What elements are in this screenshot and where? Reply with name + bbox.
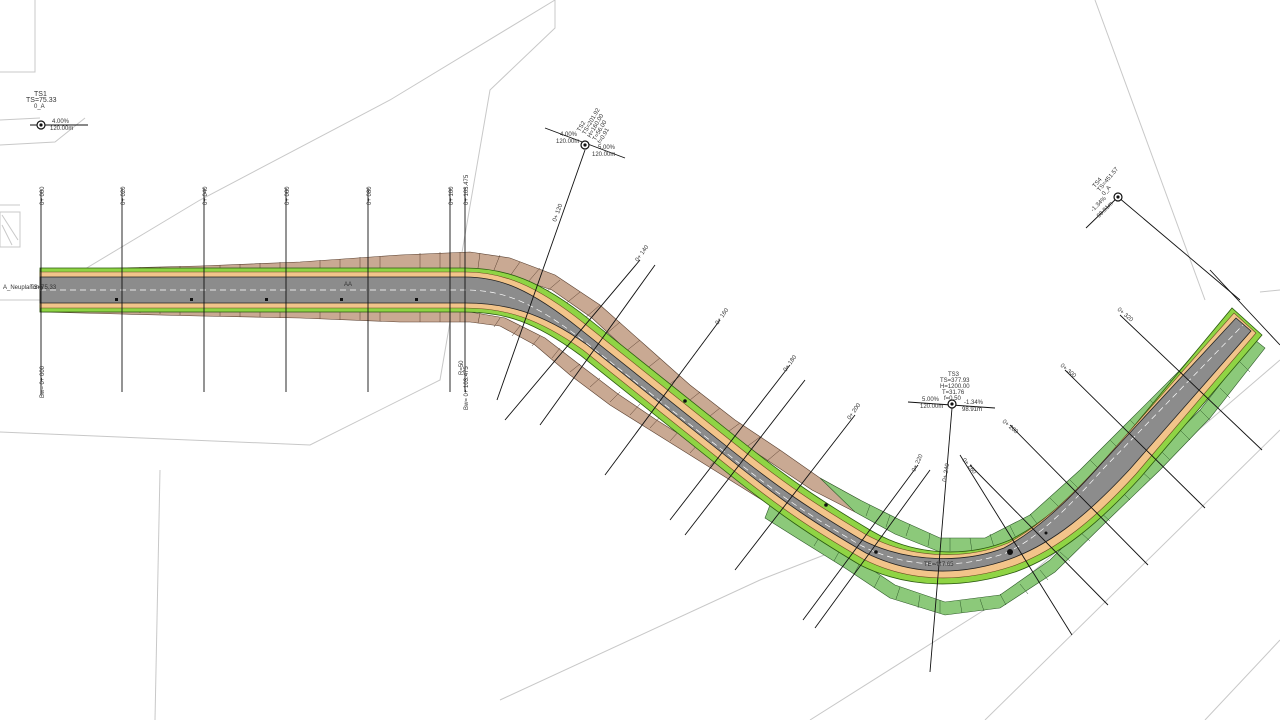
svg-text:0+ 320: 0+ 320 <box>1116 307 1135 324</box>
svg-text:H=1200.00: H=1200.00 <box>940 384 970 390</box>
road-body <box>39 267 1263 585</box>
svg-text:0+ 020: 0+ 020 <box>121 186 127 205</box>
svg-text:0+ 260: 0+ 260 <box>960 457 977 476</box>
svg-text:0+ 180: 0+ 180 <box>783 354 799 373</box>
svg-text:R=50: R=50 <box>459 360 465 375</box>
svg-text:120.00m: 120.00m <box>556 139 579 145</box>
svg-text:0_A: 0_A <box>34 104 45 110</box>
svg-text:TS=75.33: TS=75.33 <box>30 285 57 291</box>
svg-text:TS2 TS=201.92 H=16: TS2 TS=201.92 H=160.00 T=56.00 f=0.91 <box>577 103 619 145</box>
svg-text:TS=377.93: TS=377.93 <box>940 378 970 384</box>
station-lines <box>40 149 1280 673</box>
svg-text:0+ 200: 0+ 200 <box>847 402 863 421</box>
svg-text:5.00%: 5.00% <box>598 145 616 151</box>
station-marker-ts1[interactable] <box>36 120 46 130</box>
svg-text:0+ 280: 0+ 280 <box>1001 419 1020 436</box>
svg-text:0+ 060: 0+ 060 <box>285 186 291 205</box>
svg-text:A_Neuplanung: A_Neuplanung <box>3 285 43 291</box>
svg-text:T=31.76: T=31.76 <box>942 390 965 396</box>
svg-text:0+ 100: 0+ 100 <box>449 186 455 205</box>
svg-text:0+ 160: 0+ 160 <box>715 307 731 326</box>
station-marker-ts4[interactable] <box>1113 192 1123 202</box>
station-marker-ts3[interactable] <box>947 399 957 409</box>
svg-text:0+ 000: 0+ 000 <box>40 186 46 205</box>
road-point-markers <box>115 298 1048 555</box>
svg-text:f=0.50: f=0.50 <box>944 396 962 402</box>
svg-text:0+ 140: 0+ 140 <box>635 244 651 263</box>
road-centerline <box>40 289 1244 565</box>
building-hatch <box>0 211 21 248</box>
svg-text:TS=75.33: TS=75.33 <box>26 97 57 104</box>
svg-text:0+ 080: 0+ 080 <box>367 186 373 205</box>
svg-text:0+ 300: 0+ 300 <box>1059 363 1078 380</box>
svg-text:5.00%: 5.00% <box>922 397 940 403</box>
straight-station-labels: 0+ 000 0+ 020 0+ 040 0+ 060 0+ 080 0+ 10… <box>40 174 470 205</box>
svg-text:4.00%: 4.00% <box>52 119 70 125</box>
svg-text:120.00m: 120.00m <box>592 152 615 158</box>
svg-text:0+ 240: 0+ 240 <box>942 462 951 482</box>
svg-text:-1.34%: -1.34% <box>964 400 984 406</box>
station-marker-ts2[interactable] <box>580 140 590 150</box>
ts2-label: TS2 TS=201.92 H=160.00 T=56.00 f=0.91 4.… <box>556 103 619 158</box>
svg-text:4.00%: 4.00% <box>560 132 578 138</box>
bottom-left-labels: Bw= 0+ 000 R=50 Bw= 0+ 103.475 <box>40 360 470 410</box>
ts3-label: TS3 TS=377.93 H=1200.00 T=31.76 f=0.50 5… <box>920 372 984 413</box>
svg-text:TS1: TS1 <box>34 91 47 98</box>
svg-text:Bw= 0+ 103.475: Bw= 0+ 103.475 <box>464 366 470 410</box>
svg-text:120.00m: 120.00m <box>920 404 943 410</box>
svg-text:0+ 220: 0+ 220 <box>911 453 925 473</box>
svg-text:98.91m: 98.91m <box>962 407 982 413</box>
svg-text:120.00m: 120.00m <box>50 126 73 132</box>
svg-text:Bw= 0+ 000: Bw= 0+ 000 <box>40 365 46 398</box>
alignment-label: A_Neuplanung TS=75.33 AA TE=447.65 <box>3 282 954 568</box>
svg-text:AA: AA <box>344 282 352 288</box>
svg-text:0+ 040: 0+ 040 <box>203 186 209 205</box>
ts1-label: TS1 TS=75.33 0_A 4.00% 120.00m <box>26 91 73 132</box>
svg-text:TE=447.65: TE=447.65 <box>924 562 954 568</box>
svg-text:TS4 TS=451.57 0_A: TS4 TS=451.57 0_A <box>1092 162 1126 197</box>
road-asphalt <box>39 276 1252 572</box>
svg-text:TS3: TS3 <box>948 372 960 378</box>
svg-text:0+ 103.475: 0+ 103.475 <box>464 174 470 205</box>
ts4-label: TS4 TS=451.57 0_A -1.34% 98.91m <box>1090 162 1126 219</box>
